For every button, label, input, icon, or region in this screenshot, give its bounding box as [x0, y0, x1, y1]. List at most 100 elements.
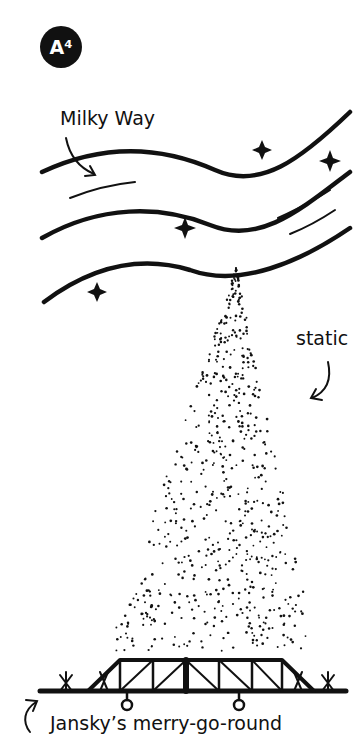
- static-dot: [237, 276, 240, 279]
- static-dot: [241, 307, 244, 310]
- static-dot: [284, 644, 286, 646]
- static-dot: [264, 558, 266, 560]
- static-dot: [169, 594, 171, 596]
- static-dot: [235, 267, 237, 269]
- static-dot: [247, 510, 250, 513]
- static-dot: [267, 559, 269, 561]
- static-dot: [115, 627, 117, 629]
- static-dot: [170, 595, 172, 597]
- static-dot: [191, 608, 193, 610]
- static-dot: [254, 529, 256, 531]
- static-dot: [256, 531, 258, 533]
- arrowhead: [311, 389, 322, 400]
- static-dot: [240, 570, 242, 572]
- static-dot: [277, 510, 279, 512]
- static-dot: [255, 416, 258, 419]
- milky-way-line: [44, 228, 350, 302]
- static-dot: [217, 560, 219, 562]
- static-dot: [291, 641, 294, 644]
- static-dot: [205, 459, 208, 462]
- static-dot: [217, 350, 219, 352]
- static-dot: [159, 592, 162, 595]
- static-dot: [231, 383, 233, 385]
- static-dot: [261, 465, 264, 468]
- static-dot: [235, 539, 237, 541]
- static-dot: [228, 426, 230, 428]
- static-dot: [157, 529, 159, 531]
- static-dot: [271, 591, 273, 593]
- static-dot: [238, 297, 240, 299]
- static-dot: [213, 616, 216, 619]
- static-dot: [223, 496, 225, 498]
- static-dot: [216, 407, 218, 409]
- static-dot: [242, 361, 245, 364]
- static-dot: [183, 643, 185, 645]
- static-dot: [254, 367, 257, 370]
- static-dot: [269, 609, 272, 612]
- static-dot: [186, 468, 188, 470]
- static-dot: [252, 642, 254, 644]
- static-dot: [259, 572, 262, 575]
- static-dot: [180, 493, 182, 495]
- static-dot: [239, 329, 242, 332]
- static-dot: [242, 333, 244, 335]
- static-dot: [238, 425, 240, 427]
- static-dot: [198, 550, 201, 553]
- static-dot: [157, 605, 160, 608]
- static-dot: [285, 526, 288, 529]
- static-dot: [218, 440, 220, 442]
- static-dot: [210, 382, 212, 384]
- static-dot: [215, 569, 217, 571]
- static-dot: [149, 595, 151, 597]
- static-dot: [248, 625, 251, 628]
- static-dot: [116, 638, 119, 641]
- static-dot: [256, 500, 258, 502]
- static-dot: [233, 274, 235, 276]
- static-dot: [270, 511, 273, 514]
- static-dot: [225, 478, 227, 480]
- static-dot: [175, 522, 177, 524]
- static-dot: [206, 621, 208, 623]
- static-dot: [229, 495, 231, 497]
- static-dot: [216, 399, 218, 401]
- static-dot: [215, 509, 217, 511]
- static-dot: [257, 561, 259, 563]
- static-dot: [251, 522, 254, 525]
- static-dot: [265, 452, 268, 455]
- static-dot: [235, 280, 237, 282]
- static-dot: [186, 645, 188, 647]
- static-dot: [208, 578, 211, 581]
- static-dot: [229, 303, 231, 305]
- static-dot: [292, 607, 294, 609]
- static-dot: [176, 544, 178, 546]
- static-dot: [245, 434, 247, 436]
- static-dot: [292, 568, 295, 571]
- static-dot: [175, 512, 177, 514]
- static-dot: [232, 529, 234, 531]
- static-dot: [200, 379, 202, 381]
- static-dot: [246, 357, 248, 359]
- static-dot: [241, 295, 243, 297]
- static-dot: [223, 376, 226, 379]
- static-dot: [289, 596, 292, 599]
- static-dot: [246, 333, 248, 335]
- static-dot: [166, 475, 168, 477]
- static-dot: [288, 615, 291, 618]
- static-dot: [262, 596, 264, 598]
- static-dot: [163, 483, 166, 486]
- static-dot: [129, 604, 131, 606]
- static-dot: [196, 385, 199, 388]
- static-dot: [212, 491, 214, 493]
- static-dot: [222, 605, 224, 607]
- static-dot: [209, 432, 211, 434]
- static-dot: [183, 518, 186, 521]
- star: [87, 282, 107, 302]
- static-dot: [238, 598, 240, 600]
- static-dot: [242, 522, 244, 524]
- static-dot: [238, 508, 240, 510]
- static-dot: [183, 570, 185, 572]
- static-dot: [242, 347, 244, 349]
- static-dot: [268, 627, 271, 630]
- static-dot: [175, 508, 177, 510]
- static-dot: [247, 429, 249, 431]
